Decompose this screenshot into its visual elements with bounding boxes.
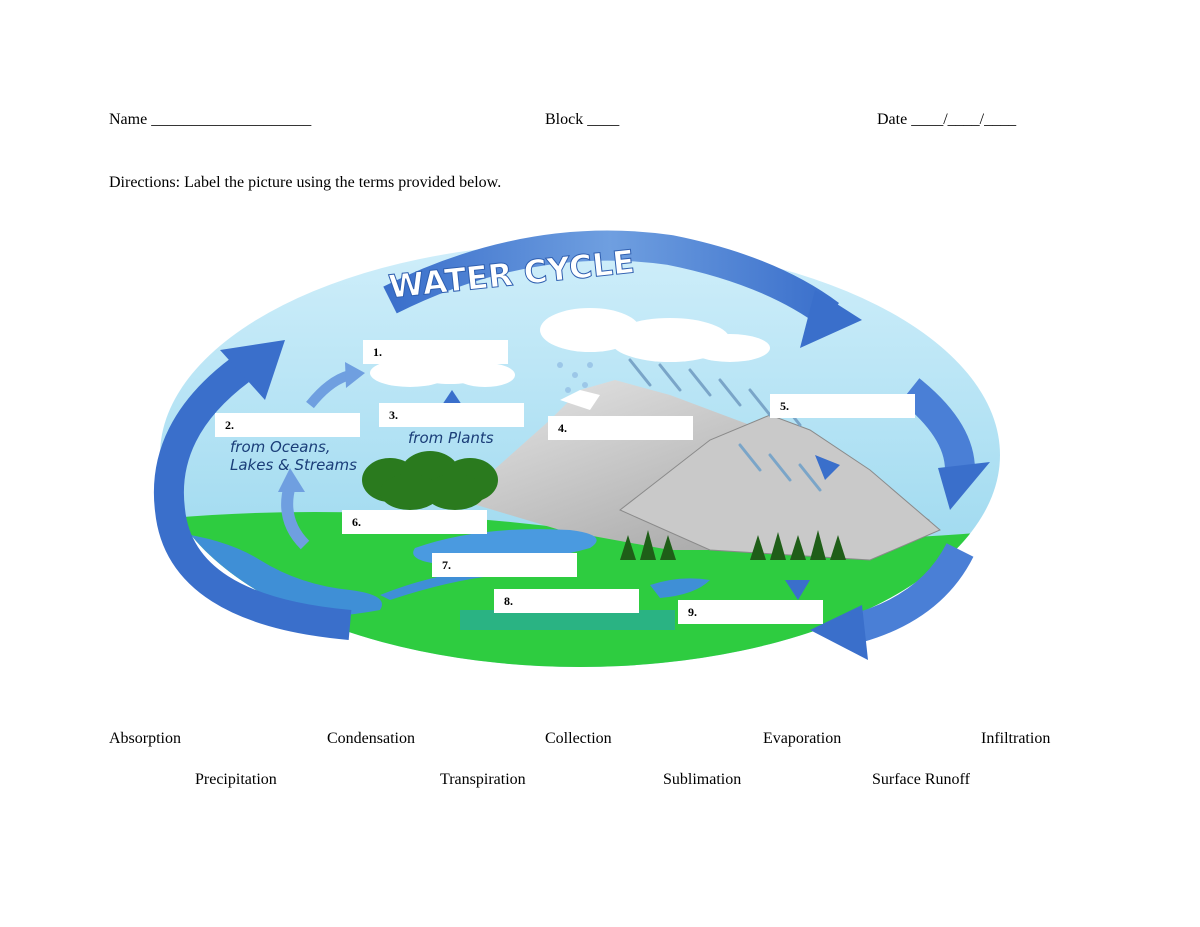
name-field-label: Name ____________________ (109, 111, 312, 128)
pond (650, 578, 710, 598)
bottom-right-arrow-band (846, 542, 974, 645)
label-box-6[interactable]: 6. (342, 510, 487, 534)
term-infiltration: Infiltration (981, 730, 1051, 747)
term-evaporation: Evaporation (763, 730, 842, 747)
term-sublimation: Sublimation (663, 771, 742, 788)
groundwater (460, 610, 675, 630)
left-arrow-band (153, 358, 352, 640)
top-arrow-band (383, 230, 839, 328)
mountain-down-arrow (815, 455, 840, 480)
right-arrow-head (938, 462, 990, 510)
bottom-right-arrow-head (810, 605, 868, 660)
river (380, 569, 503, 600)
caption-plants: from Plants (408, 429, 494, 447)
label-box-4[interactable]: 4. (548, 416, 693, 440)
caption-oceans-line1: from Oceans, (230, 438, 331, 456)
left-arrow-head (220, 340, 285, 400)
term-absorption: Absorption (109, 730, 181, 747)
term-precipitation: Precipitation (195, 771, 277, 788)
date-field-label: Date ____/____/____ (877, 111, 1017, 128)
label-box-1[interactable]: 1. (363, 340, 508, 364)
water-cycle-illustration: WATER CYCLE from Oceans, Lakes & Streams… (153, 230, 1000, 667)
label-box-5[interactable]: 5. (770, 394, 915, 418)
cloud-right (540, 308, 770, 362)
term-surface-runoff: Surface Runoff (872, 771, 970, 788)
term-condensation: Condensation (327, 730, 415, 747)
label-box-3[interactable]: 3. (379, 403, 524, 427)
water-cycle-diagram: WATER CYCLE from Oceans, Lakes & Streams… (150, 230, 1010, 690)
caption-oceans-line2: Lakes & Streams (230, 456, 357, 474)
label-box-7[interactable]: 7. (432, 553, 577, 577)
label-box-9[interactable]: 9. (678, 600, 823, 624)
term-collection: Collection (545, 730, 612, 747)
term-transpiration: Transpiration (440, 771, 526, 788)
block-field-label: Block ____ (545, 111, 620, 128)
snow-cap (560, 390, 600, 410)
label-box-8[interactable]: 8. (494, 589, 639, 613)
right-arrow-band (900, 378, 975, 471)
directions-text: Directions: Label the picture using the … (109, 174, 502, 191)
label-box-2[interactable]: 2. (215, 413, 360, 437)
runoff-arrow (785, 580, 810, 600)
snow-dots (557, 362, 593, 393)
trees-left (362, 451, 498, 510)
trees-right (620, 530, 846, 560)
top-arrow-head (800, 290, 862, 348)
